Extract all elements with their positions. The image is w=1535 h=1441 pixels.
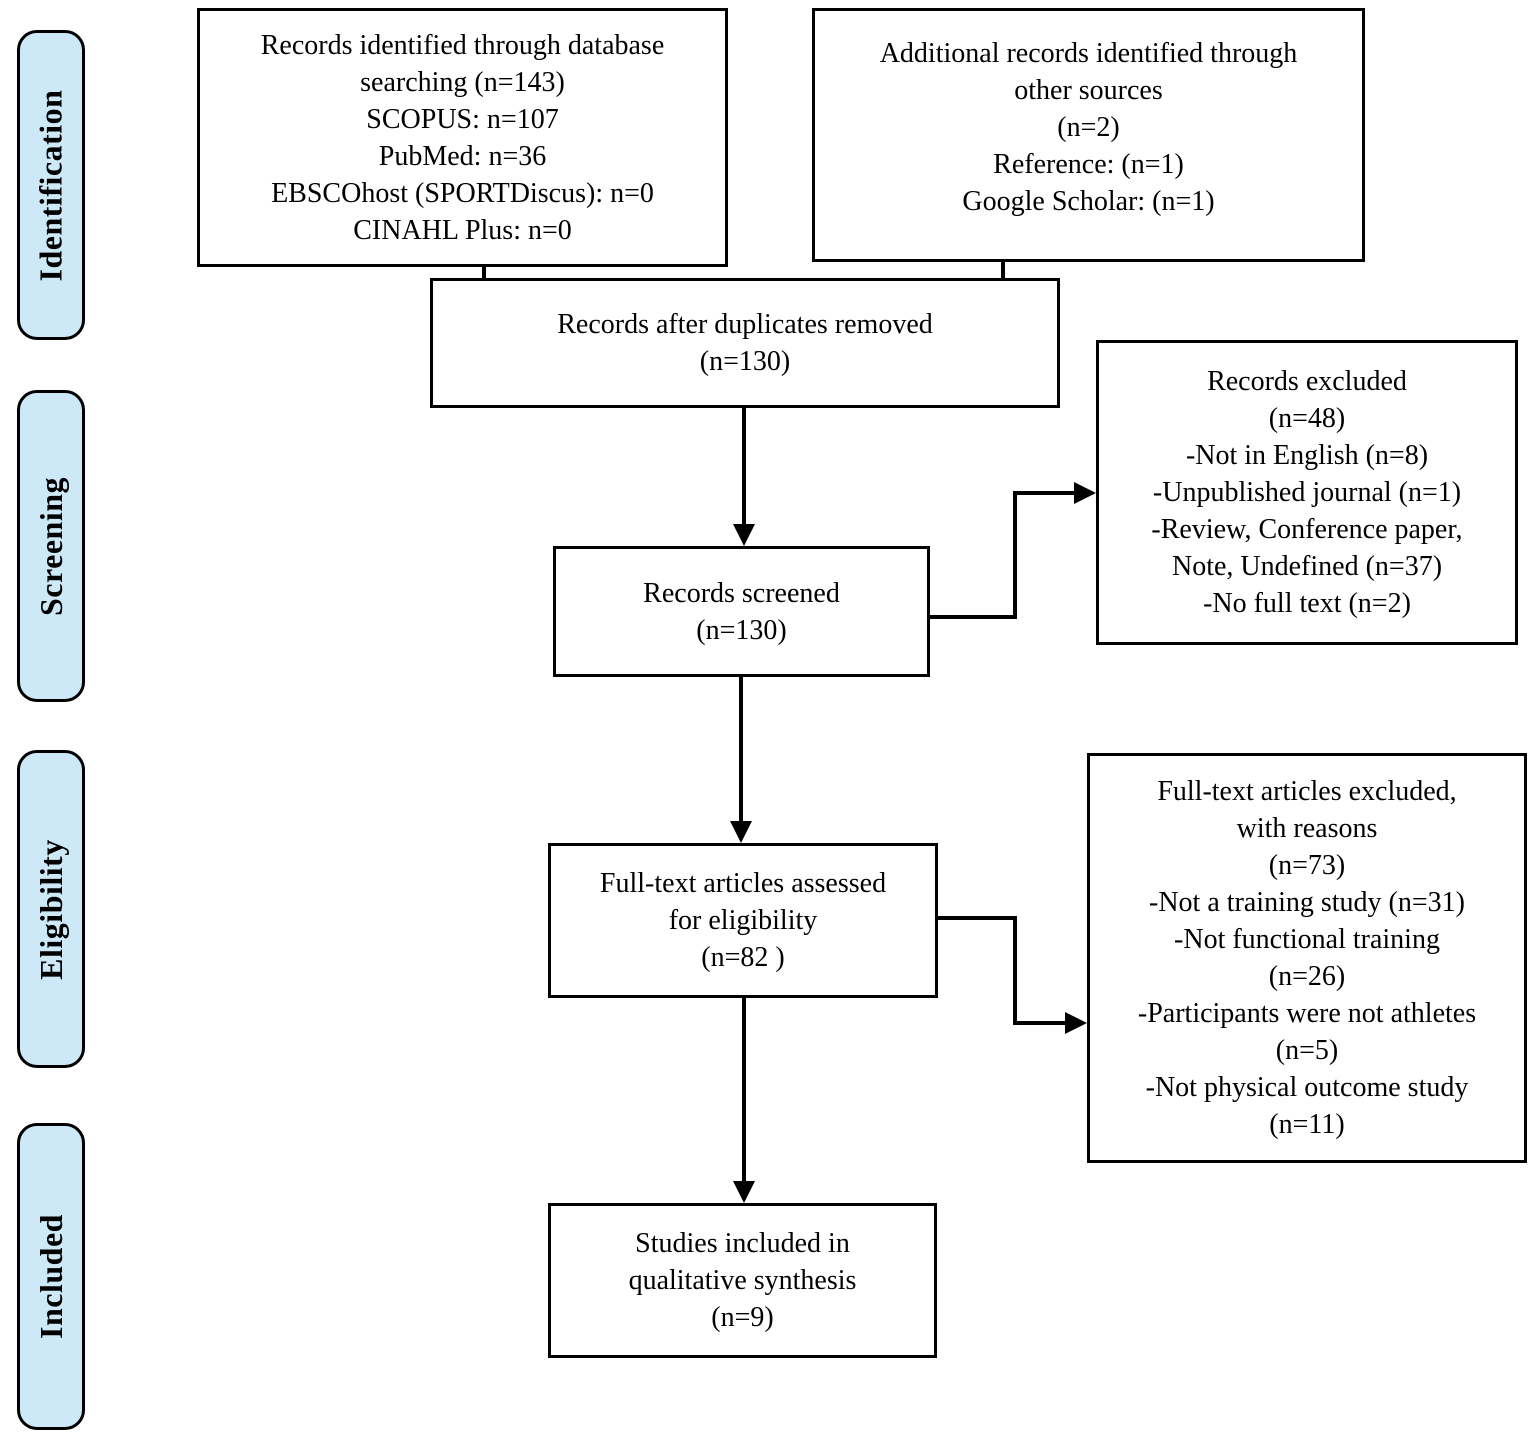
box-line: Reference: (n=1) [993, 149, 1184, 180]
box-fulltext-assessed: Full-text articles assessed for eligibil… [548, 843, 938, 998]
box-line: (n=73) [1268, 850, 1346, 881]
stage-identification-label: Identification [32, 89, 69, 281]
box-studies-included: Studies included in qualitative synthesi… [548, 1203, 937, 1358]
box-line: (n=82 ) [701, 942, 785, 973]
arrowhead-duplicates-to-screened [733, 524, 755, 546]
stage-eligibility-label: Eligibility [32, 838, 69, 980]
box-line: Additional records identified through [879, 38, 1298, 69]
arrowhead-screened-to-excluded [1074, 482, 1096, 504]
box-line: (n=5) [1275, 1035, 1339, 1066]
box-fulltext-excluded: Full-text articles excluded, with reason… [1087, 753, 1527, 1163]
box-line: Records excluded [1207, 366, 1407, 397]
box-line: (n=2) [1057, 112, 1120, 143]
box-line: PubMed: n=36 [378, 140, 547, 172]
box-records-identified: Records identified through database sear… [197, 8, 728, 267]
box-line: for eligibility [668, 905, 818, 936]
box-line: with reasons [1236, 813, 1378, 844]
box-line: (n=11) [1269, 1109, 1345, 1140]
box-line: Full-text articles excluded, [1157, 776, 1457, 807]
box-line: Records after duplicates removed [557, 309, 933, 340]
stage-eligibility: Eligibility [17, 750, 85, 1068]
connector-screened-to-excluded [930, 491, 1078, 619]
box-line: -Not in English (n=8) [1185, 440, 1429, 471]
box-line: -Participants were not athletes [1137, 998, 1477, 1029]
box-additional-records: Additional records identified through ot… [812, 8, 1365, 262]
box-line: Full-text articles assessed [599, 868, 887, 899]
box-line: EBSCOhost (SPORTDiscus): n=0 [271, 177, 654, 209]
box-line: Google Scholar: (n=1) [962, 186, 1215, 217]
arrowhead-assessed-to-included [733, 1181, 755, 1203]
arrowhead-screened-to-assessed [730, 821, 752, 843]
box-line: (n=130) [696, 614, 787, 646]
box-line: CINAHL Plus: n=0 [353, 214, 572, 246]
box-line: -Not a training study (n=31) [1149, 887, 1465, 918]
box-line: searching (n=143) [360, 66, 565, 98]
box-line: Studies included in [635, 1228, 850, 1259]
box-line: (n=48) [1268, 403, 1346, 434]
box-line: -Review, Conference paper, [1151, 514, 1463, 545]
box-line: Records identified through database [260, 29, 665, 61]
stage-included: Included [17, 1123, 85, 1430]
connector-assessed-to-ft-excluded [938, 916, 1069, 1025]
stage-included-label: Included [32, 1214, 69, 1339]
box-line: other sources [1014, 75, 1163, 106]
box-line: -Not physical outcome study [1145, 1072, 1469, 1103]
box-line: (n=9) [711, 1302, 774, 1333]
box-line: qualitative synthesis [628, 1265, 857, 1296]
box-line: Note, Undefined (n=37) [1171, 551, 1443, 582]
box-line: -No full text (n=2) [1203, 588, 1411, 619]
box-records-excluded: Records excluded (n=48) -Not in English … [1096, 340, 1518, 645]
box-line: SCOPUS: n=107 [366, 103, 559, 135]
box-duplicates-removed: Records after duplicates removed (n=130) [430, 278, 1060, 408]
box-records-screened: Records screened (n=130) [553, 546, 930, 677]
box-line: Records screened [643, 577, 840, 609]
box-line: (n=26) [1268, 961, 1346, 992]
box-line: -Not functional training [1174, 924, 1440, 955]
stage-identification: Identification [17, 30, 85, 340]
box-line: -Unpublished journal (n=1) [1152, 477, 1462, 508]
arrowhead-assessed-to-ft-excluded [1065, 1012, 1087, 1034]
stage-screening: Screening [17, 390, 85, 702]
box-line: (n=130) [699, 346, 791, 377]
stage-screening-label: Screening [32, 476, 69, 616]
